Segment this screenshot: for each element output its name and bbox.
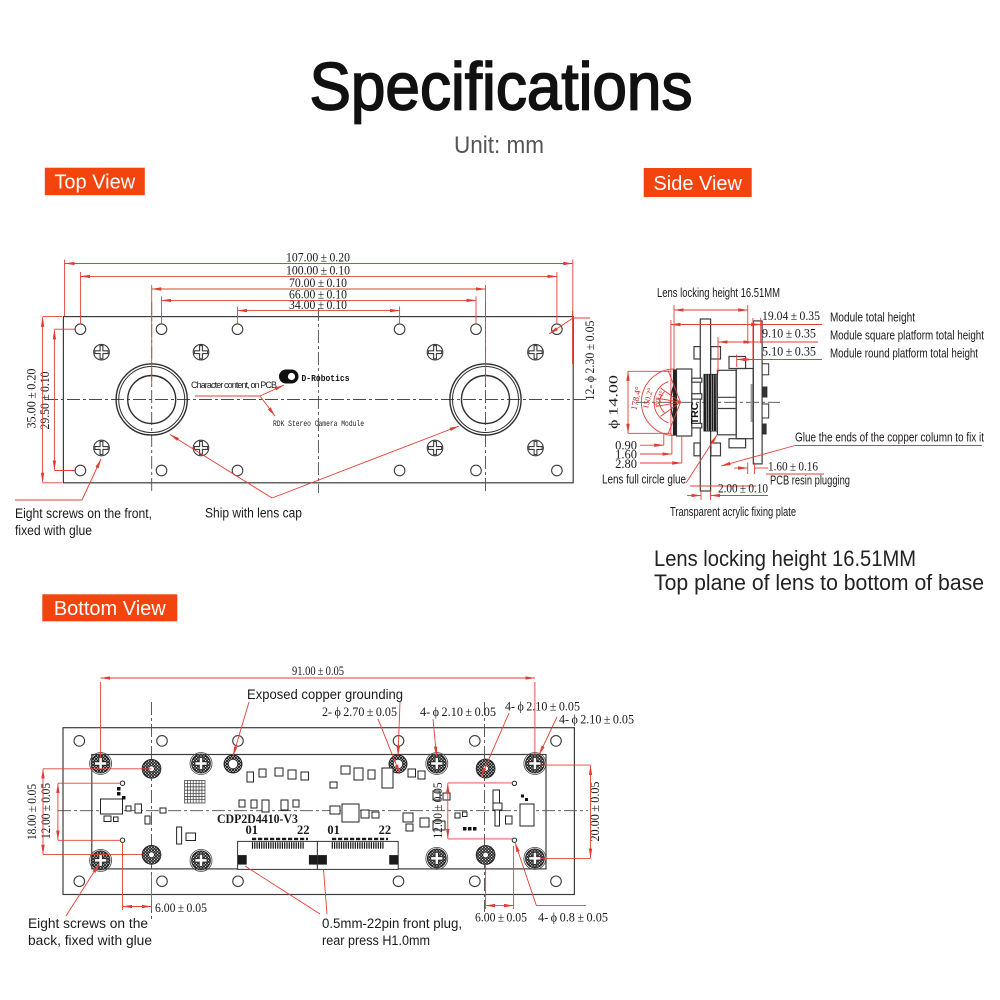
svg-text:12.00 ± 0.05: 12.00 ± 0.05 [39, 783, 53, 839]
svg-text:Ship with lens cap: Ship with lens cap [205, 506, 302, 521]
svg-text:fixed with glue: fixed with glue [15, 523, 92, 538]
svg-text:rear press H1.0mm: rear press H1.0mm [322, 933, 430, 948]
svg-text:Character content, on PCB: Character content, on PCB [191, 380, 277, 390]
svg-text:PCB resin plugging: PCB resin plugging [770, 474, 850, 488]
svg-text:Module total height: Module total height [830, 311, 915, 325]
svg-text:29.50 ± 0.10: 29.50 ± 0.10 [38, 372, 52, 430]
svg-text:91.00 ± 0.05: 91.00 ± 0.05 [292, 664, 344, 678]
svg-text:Bottom View: Bottom View [54, 598, 166, 620]
svg-text:Transparent acrylic fixing pla: Transparent acrylic fixing plate [670, 505, 796, 519]
svg-text:22: 22 [297, 823, 310, 837]
svg-text:TRC: TRC [689, 402, 701, 424]
svg-text:19.04 ± 0.35: 19.04 ± 0.35 [762, 309, 820, 323]
svg-text:2.80: 2.80 [615, 457, 637, 471]
svg-text:22: 22 [379, 823, 392, 837]
svg-text:107.00 ± 0.20: 107.00 ± 0.20 [286, 251, 350, 265]
svg-text:66.00 ± 0.10: 66.00 ± 0.10 [289, 288, 347, 302]
svg-text:100.00 ± 0.10: 100.00 ± 0.10 [286, 263, 350, 277]
svg-text:6.00 ± 0.05: 6.00 ± 0.05 [155, 901, 207, 915]
svg-text:5.10 ± 0.35: 5.10 ± 0.35 [762, 345, 816, 359]
svg-text:Module square platform total h: Module square platform total height [830, 329, 984, 343]
svg-text:1.60: 1.60 [615, 448, 637, 462]
svg-text:178.4°: 178.4° [629, 385, 644, 411]
svg-text:CDP2D4410-V3: CDP2D4410-V3 [217, 812, 298, 826]
svg-text:Lens full circle glue: Lens full circle glue [602, 473, 686, 487]
svg-text:12.00 ± 0.05: 12.00 ± 0.05 [431, 783, 445, 839]
svg-text:Lens locking height 16.51MM: Lens locking height 16.51MM [654, 546, 916, 571]
svg-text:4- ϕ 2.10 ± 0.05: 4- ϕ 2.10 ± 0.05 [559, 713, 634, 727]
svg-text:Module round platform total he: Module round platform total height [830, 347, 978, 361]
svg-text:1.60 ± 0.16: 1.60 ± 0.16 [768, 460, 818, 474]
svg-text:Lens locking height 16.51MM: Lens locking height 16.51MM [657, 285, 780, 300]
svg-text:9.10 ± 0.35: 9.10 ± 0.35 [762, 327, 816, 341]
svg-text:18.00 ± 0.05: 18.00 ± 0.05 [25, 784, 39, 840]
svg-text:Eight screws on the front,: Eight screws on the front, [15, 506, 152, 521]
svg-text:RDK Stereo Camera Module: RDK Stereo Camera Module [273, 420, 364, 429]
svg-text:Glue the ends of the copper co: Glue the ends of the copper column to fi… [795, 431, 984, 445]
svg-text:4- ϕ 0.8 ± 0.05: 4- ϕ 0.8 ± 0.05 [538, 911, 608, 925]
svg-text:12- ϕ 2.30 ± 0.05: 12- ϕ 2.30 ± 0.05 [583, 321, 597, 401]
svg-text:back, fixed with glue: back, fixed with glue [28, 933, 152, 948]
svg-text:0.90: 0.90 [615, 439, 637, 453]
svg-text:4- ϕ 2.10 ± 0.05: 4- ϕ 2.10 ± 0.05 [505, 700, 580, 714]
svg-text:Top View: Top View [54, 172, 135, 194]
svg-text:Eight screws on the: Eight screws on the [28, 916, 148, 931]
svg-text:Side View: Side View [653, 173, 742, 195]
svg-text:D-Robotics: D-Robotics [302, 373, 350, 384]
svg-text:4- ϕ 2.10 ± 0.05: 4- ϕ 2.10 ± 0.05 [420, 705, 496, 719]
svg-text:34.00 ± 0.10: 34.00 ± 0.10 [289, 298, 347, 312]
svg-text:2- ϕ 2.70 ± 0.05: 2- ϕ 2.70 ± 0.05 [322, 705, 397, 719]
svg-text:01: 01 [327, 823, 340, 837]
svg-text:2.00 ± 0.10: 2.00 ± 0.10 [718, 482, 768, 496]
svg-text:70.00 ± 0.10: 70.00 ± 0.10 [289, 276, 347, 290]
svg-text:Top plane of lens to bottom of: Top plane of lens to bottom of base [654, 570, 984, 595]
svg-text:35.00 ± 0.20: 35.00 ± 0.20 [25, 369, 39, 429]
svg-text:0.5mm-22pin front plug,: 0.5mm-22pin front plug, [322, 916, 462, 931]
svg-text:Unit: mm: Unit: mm [454, 132, 544, 159]
svg-text:6.00 ± 0.05: 6.00 ± 0.05 [475, 911, 527, 925]
svg-text:01: 01 [246, 823, 259, 837]
svg-text:Specifications: Specifications [310, 50, 693, 125]
svg-text:ϕ 14.00: ϕ 14.00 [607, 375, 621, 429]
svg-text:Exposed copper grounding: Exposed copper grounding [247, 687, 403, 702]
